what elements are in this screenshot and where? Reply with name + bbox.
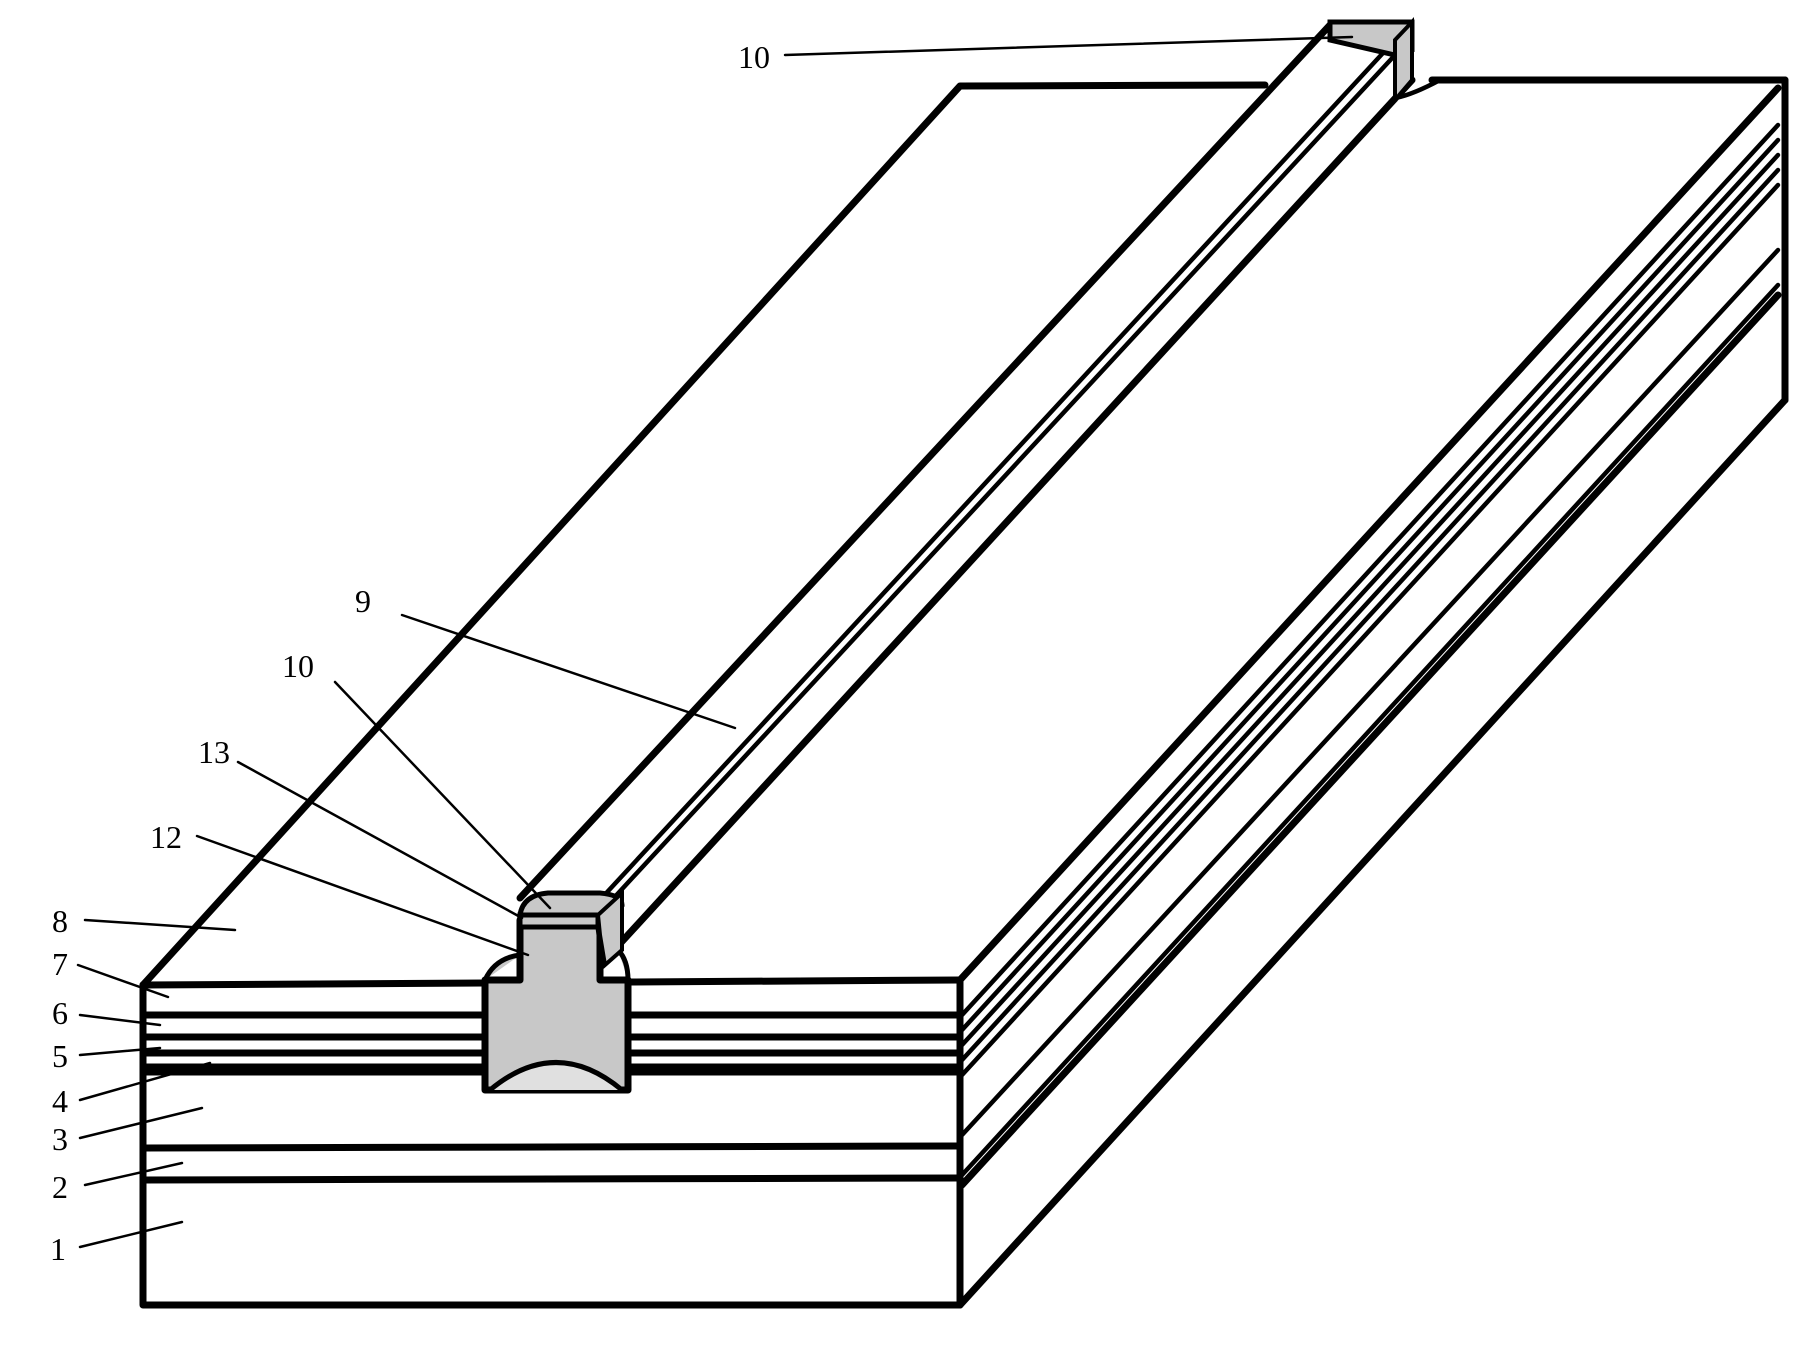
front-top-edge-right bbox=[628, 980, 960, 982]
label-6: 6 bbox=[52, 995, 68, 1031]
label-2: 2 bbox=[52, 1169, 68, 1205]
label-9: 9 bbox=[355, 583, 371, 619]
label-12: 12 bbox=[150, 819, 182, 855]
label-1: 1 bbox=[50, 1231, 66, 1267]
label-5: 5 bbox=[52, 1038, 68, 1074]
label-7: 7 bbox=[52, 946, 68, 982]
label-8: 8 bbox=[52, 903, 68, 939]
front-top-edge-left bbox=[143, 983, 485, 985]
label-3: 3 bbox=[52, 1121, 68, 1157]
label-10-back: 10 bbox=[738, 39, 770, 75]
layer-boundary-2-1 bbox=[143, 1178, 960, 1180]
leader-10-back bbox=[785, 37, 1352, 55]
layer-boundary-3-2 bbox=[143, 1146, 960, 1148]
label-13: 13 bbox=[198, 734, 230, 770]
label-4: 4 bbox=[52, 1083, 68, 1119]
label-10-front: 10 bbox=[282, 648, 314, 684]
